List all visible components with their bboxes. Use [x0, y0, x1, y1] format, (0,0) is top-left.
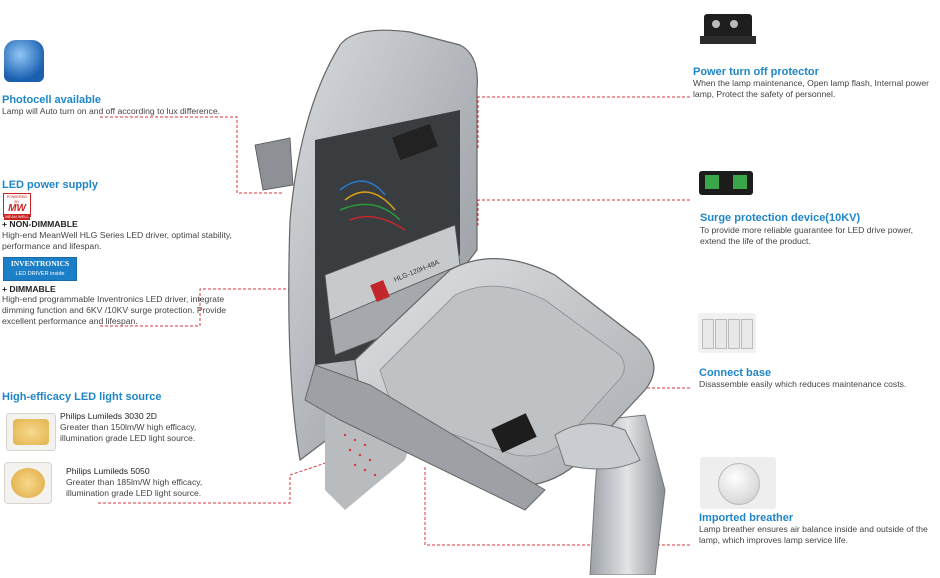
led2-desc: Greater than 185lm/W high efficacy, illu…: [66, 477, 203, 498]
leader-breather: [424, 465, 690, 546]
photocell-icon: [4, 40, 44, 82]
led1-desc: Greater than 150lm/W high efficacy, illu…: [60, 422, 197, 443]
surge-desc: To provide more reliable guarantee for L…: [700, 225, 914, 246]
light-source-title: High-efficacy LED light source: [2, 391, 162, 403]
leader-led-power: [100, 288, 318, 327]
connect-base-part: [491, 413, 537, 453]
inventronics-logo-icon: INVENTRONICS LED DRIVER inside: [3, 257, 77, 281]
connect-base-icon: [698, 313, 756, 353]
photocell-desc: Lamp will Auto turn on and off according…: [2, 106, 221, 116]
led-driver: HLG-120H-48A: [324, 224, 464, 356]
leader-light-source: [98, 475, 291, 504]
power-off-protector-icon: [700, 6, 756, 52]
meanwell-logo-icon: POWERED BY MW MEAN WELL: [3, 193, 31, 220]
power-off-title: Power turn off protector: [693, 66, 819, 78]
breather-title: Imported breather: [699, 512, 794, 524]
leader-led-arrow: [289, 451, 359, 476]
led-power-title: LED power supply: [2, 179, 98, 191]
photocell-title: Photocell available: [2, 94, 102, 106]
terminal-block: [392, 123, 438, 161]
connect-base-desc: Disassemble easily which reduces mainten…: [699, 379, 907, 389]
connect-base-title: Connect base: [699, 367, 772, 379]
non-dimmable-desc: High-end MeanWell HLG Series LED driver,…: [2, 230, 232, 251]
non-dimmable-label: + NON-DIMMABLE: [2, 219, 78, 229]
surge-protector-icon: [699, 165, 755, 199]
leader-power-off: [477, 96, 690, 150]
side-latch: [254, 137, 294, 191]
street-light-illustration: HLG-120H-48A: [254, 29, 666, 575]
led1-name: Philips Lumileds 3030 2D: [60, 411, 157, 421]
visor: [304, 364, 546, 511]
breather-icon: [700, 457, 776, 509]
dimmable-desc: High-end programmable Inventronics LED d…: [2, 294, 227, 326]
surge-title: Surge protection device(10KV): [700, 212, 861, 224]
power-off-desc: When the lamp maintenance, Open lamp fla…: [693, 78, 929, 99]
leader-photocell: [100, 116, 282, 194]
led-3030-icon: [6, 413, 56, 451]
led-5050-icon: [4, 462, 52, 504]
dimmable-label: + DIMMABLE: [2, 284, 56, 294]
pole-collar: [554, 423, 641, 470]
breather-desc: Lamp breather ensures air balance inside…: [699, 524, 928, 545]
led2-name: Philips Lumileds 5050: [66, 466, 150, 476]
